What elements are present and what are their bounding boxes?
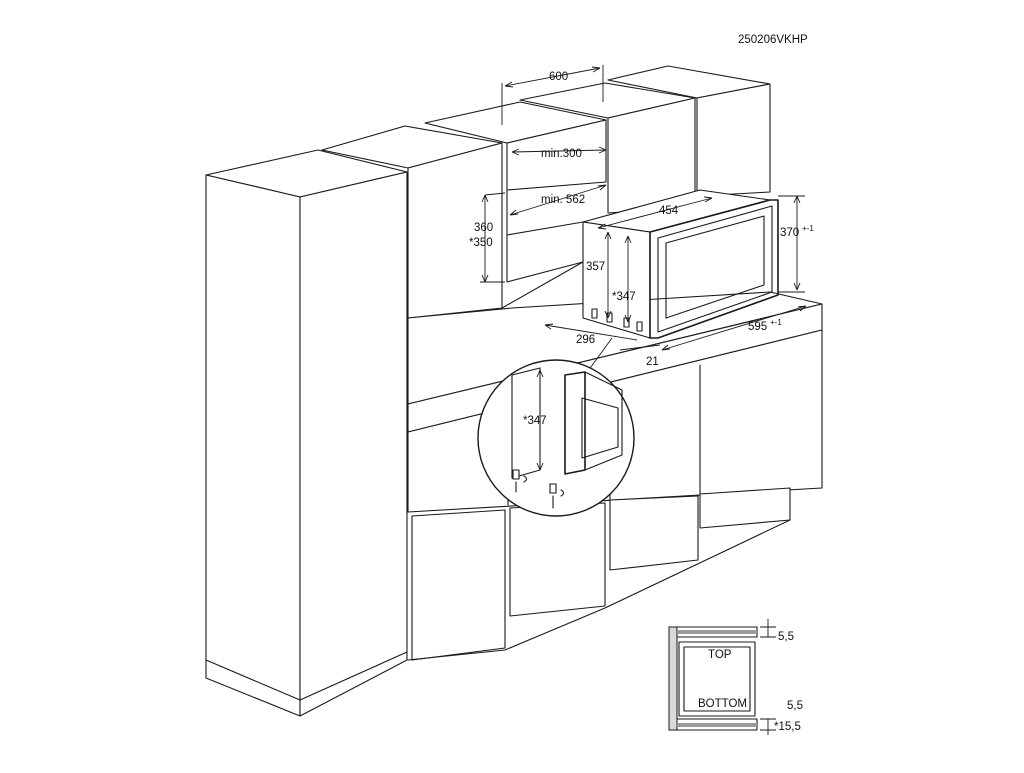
dim-min-depth: min. 562 [541,194,585,206]
tall-cabinet [205,149,408,717]
inset-gap-bottom-alt: *15,5 [774,721,801,733]
dim-niche-height: 360 [474,222,493,234]
dimension-lines [480,65,807,351]
dim-appliance-height: 357 [586,261,605,273]
foot [591,308,598,319]
dim-appliance-width: 454 [659,205,679,217]
foot [606,312,613,323]
dim-front-height-tol: +-1 [802,224,814,233]
drawing-code: 250206VKHP [738,34,808,46]
dim-depth: 296 [576,334,595,346]
dim-front-offset: 21 [646,356,659,368]
detail-circle [477,359,635,517]
inset-gap-bottom: 5,5 [787,700,803,712]
dim-niche-width: 600 [549,71,568,83]
wall-cabinets [321,65,771,319]
inset-gap-top: 5,5 [778,631,794,643]
dim-niche-height-alt: *350 [469,237,493,249]
dim-appliance-height-alt: *347 [612,291,636,303]
inset-bottom-label: BOTTOM [698,698,747,710]
detail-height: *347 [523,415,547,427]
foot [636,321,643,332]
inset-panel [668,619,776,735]
dim-front-height: 370 [780,227,799,239]
dim-min-depth-top: min.300 [541,148,582,160]
inset-top-label: TOP [708,649,732,661]
dim-front-width-tol: +-1 [770,318,782,327]
appliance [582,189,779,339]
dim-front-width: 595 [748,321,767,333]
